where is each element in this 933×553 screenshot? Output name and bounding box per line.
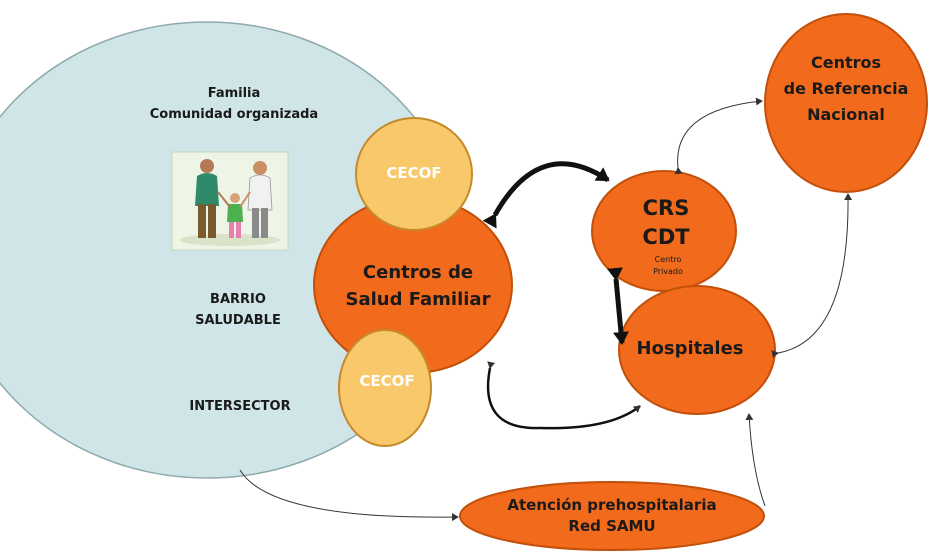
arrow-hospitales-nacional (771, 193, 853, 359)
arrow-community-samu (239, 469, 459, 522)
samu-label-line1: Atención prehospitalaria (507, 496, 716, 514)
cecof-top-node (355, 117, 473, 231)
nacional-label-line1: Centros (811, 53, 881, 72)
family-illustration-icon (171, 151, 289, 251)
arrow-samu-hospitales (745, 413, 766, 507)
privado-label: Privado (653, 267, 683, 276)
referencia-nacional-node (764, 13, 928, 193)
community-label-familia: Familia (208, 86, 261, 101)
centro-label: Centro (655, 255, 682, 264)
cdt-label: CDT (642, 225, 690, 249)
nacional-label-line3: Nacional (807, 105, 885, 124)
arrow-cesfam-crs (482, 161, 610, 229)
cesfam-label-line1: Centros de (363, 262, 473, 283)
barrio-saludable-line2: SALUDABLE (195, 313, 281, 328)
arrow-crs-hospitales (607, 267, 629, 345)
arrow-crs-nacional (674, 97, 763, 175)
intersector-label: INTERSECTOR (189, 399, 290, 414)
community-label-comunidad: Comunidad organizada (150, 107, 318, 122)
crs-label: CRS (643, 196, 690, 220)
samu-label-line2: Red SAMU (568, 517, 655, 535)
cecof-bottom-label: CECOF (359, 372, 414, 390)
cesfam-label-line2: Salud Familiar (346, 289, 491, 310)
barrio-saludable-line1: BARRIO (210, 292, 266, 307)
arrow-cesfam-hospitales (486, 361, 641, 430)
nacional-label-line2: de Referencia (784, 79, 909, 98)
cecof-bottom-node (338, 329, 432, 447)
cecof-top-label: CECOF (386, 164, 441, 182)
hospitales-label: Hospitales (636, 338, 743, 359)
samu-node (459, 481, 765, 551)
